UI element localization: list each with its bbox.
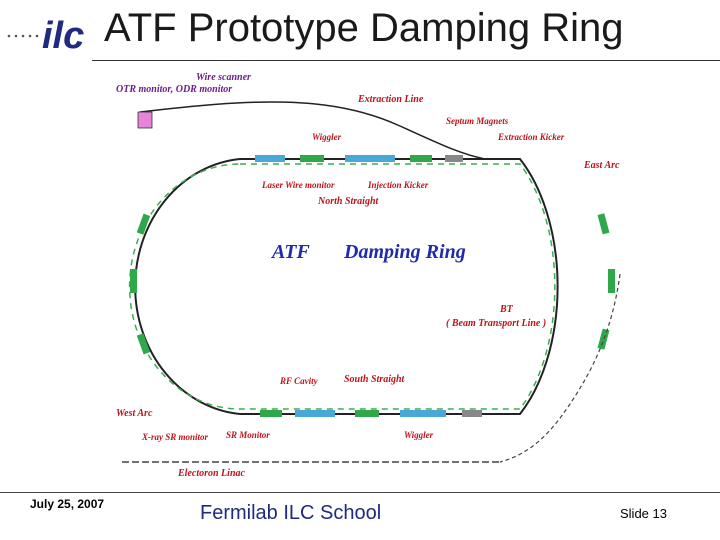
label-atf: ATF [270, 241, 310, 263]
label-damping-ring: Damping Ring [343, 241, 466, 263]
label-otr-odr: OTR monitor, ODR monitor [116, 84, 232, 95]
north-straight-elements [255, 155, 463, 162]
label-south-straight: South Straight [344, 374, 406, 385]
extraction-line [139, 101, 486, 160]
beam-transport-line [499, 273, 621, 463]
label-wiggler-top: Wiggler [312, 132, 342, 142]
damping-ring-diagram: Wire scanner OTR monitor, ODR monitor Ex… [116, 72, 621, 479]
slide-title: ATF Prototype Damping Ring [104, 6, 624, 50]
footer-school: Fermilab ILC School [200, 502, 382, 524]
slide-number: Slide 13 [620, 506, 667, 521]
label-bt-sub: ( Beam Transport Line ) [446, 318, 546, 329]
south-straight-elements [260, 410, 482, 417]
label-north-straight: North Straight [317, 196, 380, 207]
ring-path [134, 158, 559, 415]
label-wiggler-bottom: Wiggler [404, 430, 434, 440]
dump-box [137, 111, 153, 129]
label-septum: Septum Magnets [446, 116, 509, 126]
label-wire-scanner: Wire scanner [196, 72, 251, 83]
label-extraction-line: Extraction Line [357, 94, 424, 105]
arc-magnets [130, 213, 615, 355]
label-extraction-kicker: Extraction Kicker [497, 132, 565, 142]
ring-inner-path [128, 163, 556, 410]
label-injection-kicker: Injection Kicker [367, 180, 429, 190]
footer-divider [0, 492, 720, 493]
label-laser-wire: Laser Wire monitor [261, 180, 335, 190]
label-sr-monitor: SR Monitor [226, 430, 270, 440]
footer-date: July 25, 2007 [30, 497, 105, 511]
logo-dots [7, 34, 39, 38]
ilc-logo: ilc [7, 15, 84, 56]
logo-text: ilc [42, 15, 84, 56]
title-divider [92, 60, 720, 61]
label-east-arc: East Arc [583, 160, 620, 171]
label-rf-cavity: RF Cavity [279, 376, 319, 386]
label-bt: BT [499, 304, 514, 315]
label-west-arc: West Arc [116, 408, 153, 419]
label-linac: Electoron Linac [177, 468, 246, 479]
label-xray-sr: X-ray SR monitor [141, 432, 209, 442]
